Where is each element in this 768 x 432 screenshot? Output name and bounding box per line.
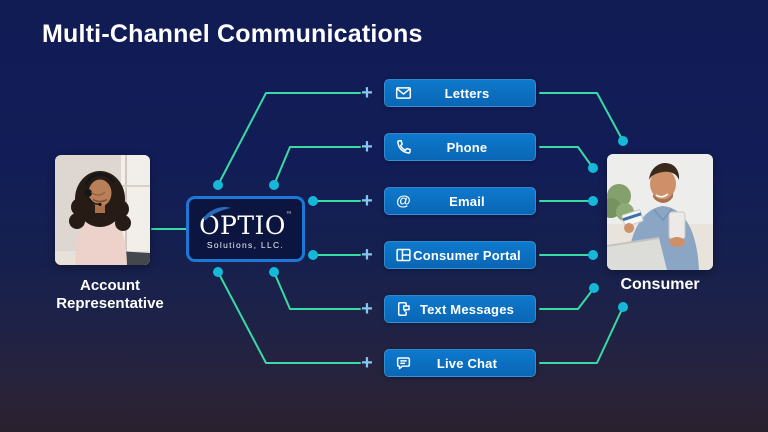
- consumer-photo: [607, 154, 713, 270]
- optio-logo-box: OPTIO™ Solutions, LLC.: [186, 196, 305, 262]
- envelope-icon: [395, 85, 412, 102]
- plus-icon: +: [361, 190, 373, 212]
- plus-icon: +: [361, 136, 373, 158]
- page-title: Multi-Channel Communications: [42, 20, 423, 48]
- phone-button[interactable]: Phone: [384, 133, 536, 161]
- text-messages-button[interactable]: Text Messages: [384, 295, 536, 323]
- email-label: Email: [449, 193, 485, 209]
- email-button[interactable]: @ Email: [384, 187, 536, 215]
- channel-row-text-messages: + Text Messages: [358, 295, 536, 323]
- text-messages-label: Text Messages: [419, 301, 515, 317]
- channel-row-live-chat: + Live Chat: [358, 349, 536, 377]
- letters-button[interactable]: Letters: [384, 79, 536, 107]
- channel-row-email: + @ Email: [358, 187, 536, 215]
- plus-icon: +: [361, 298, 373, 320]
- letters-label: Letters: [444, 85, 490, 101]
- chat-icon: [395, 355, 412, 372]
- sms-icon: [395, 301, 412, 318]
- consumer-portal-label: Consumer Portal: [413, 247, 521, 263]
- phone-label: Phone: [446, 139, 488, 155]
- plus-icon: +: [361, 244, 373, 266]
- at-icon: @: [396, 192, 411, 210]
- consumer-label: Consumer: [620, 276, 700, 293]
- plus-icon: +: [361, 352, 373, 374]
- optio-logo-subtext: Solutions, LLC.: [206, 240, 285, 250]
- portal-icon: [395, 247, 412, 264]
- optio-swoosh-icon: [203, 207, 231, 220]
- channel-row-letters: + Letters: [358, 79, 536, 107]
- plus-icon: +: [361, 82, 373, 104]
- live-chat-button[interactable]: Live Chat: [384, 349, 536, 377]
- optio-logo-text: OPTIO™: [199, 211, 292, 240]
- channel-row-phone: + Phone: [358, 133, 536, 161]
- consumer-portal-button[interactable]: Consumer Portal: [384, 241, 536, 269]
- account-representative-photo: [55, 155, 150, 265]
- live-chat-label: Live Chat: [436, 355, 498, 371]
- phone-icon: [395, 139, 412, 156]
- account-representative-label: Account Representative: [56, 277, 164, 312]
- channel-row-consumer-portal: + Consumer Portal: [358, 241, 536, 269]
